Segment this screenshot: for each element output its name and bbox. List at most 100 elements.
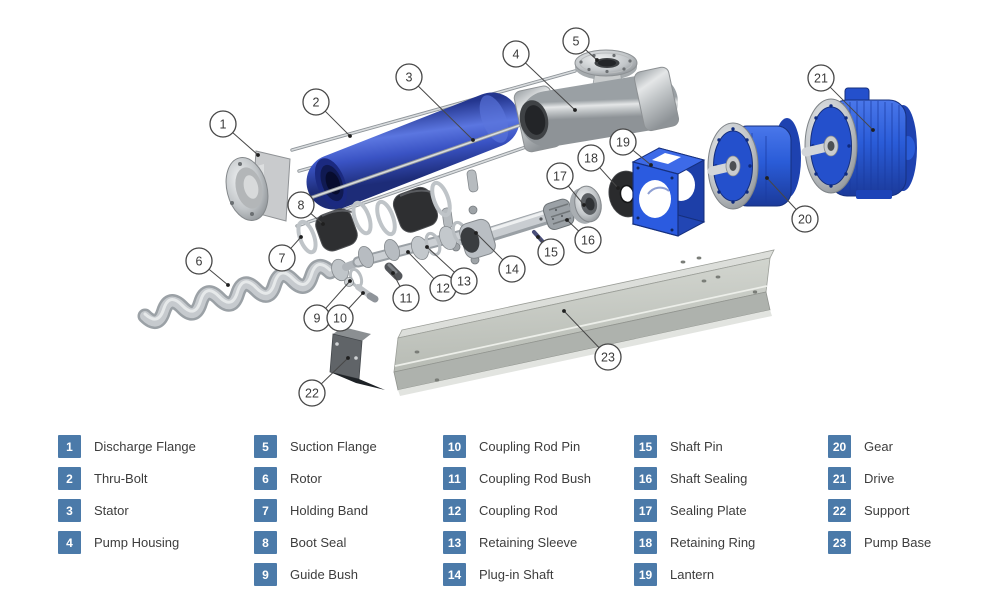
part-name-label: Guide Bush xyxy=(290,567,358,582)
leader-dot xyxy=(406,250,410,254)
leader-dot xyxy=(649,163,653,167)
part-number-badge: 2 xyxy=(58,467,81,490)
leader-line xyxy=(567,185,585,206)
callout-suction-flange: 5 xyxy=(562,27,599,62)
callout-number: 1 xyxy=(220,118,227,132)
part-name-label: Pump Base xyxy=(864,535,932,550)
leader-line xyxy=(208,268,229,286)
part-lantern xyxy=(631,147,706,237)
part-pump-housing xyxy=(513,49,680,153)
leader-dot xyxy=(348,134,352,138)
part-number-badge: 5 xyxy=(254,435,277,458)
leader-line xyxy=(407,251,435,280)
part-name-label: Holding Band xyxy=(290,503,369,518)
leader-dot xyxy=(565,218,569,222)
part-number-badge: 10 xyxy=(443,435,466,458)
part-number-badge: 1 xyxy=(58,435,81,458)
leader-dot xyxy=(425,245,429,249)
part-number-badge: 8 xyxy=(254,531,277,554)
part-gear xyxy=(707,118,801,210)
part-number-badge: 21 xyxy=(828,467,851,490)
callout-number: 7 xyxy=(279,252,286,266)
callout-balloon xyxy=(209,110,237,138)
leader-dot xyxy=(361,291,365,295)
callout-balloon xyxy=(298,379,326,407)
part-name-label: Retaining Sleeve xyxy=(479,535,578,550)
callout-number: 13 xyxy=(457,275,471,289)
callout-boot-seal: 8 xyxy=(287,191,325,226)
callout-balloon xyxy=(395,63,423,91)
part-number-badge: 22 xyxy=(828,499,851,522)
callout-number: 5 xyxy=(573,35,580,49)
callout-rotor: 6 xyxy=(185,247,230,287)
part-number-badge: 20 xyxy=(828,435,851,458)
leader-line xyxy=(525,62,576,111)
part-number-badge: 3 xyxy=(58,499,81,522)
leader-line xyxy=(417,85,474,141)
callout-number: 12 xyxy=(436,282,450,296)
part-name-label: Support xyxy=(864,503,910,518)
leader-line xyxy=(310,213,324,225)
callout-shaft-pin: 15 xyxy=(536,235,565,266)
part-number-badge: 6 xyxy=(254,467,277,490)
leader-dot xyxy=(346,356,350,360)
part-name-label: Stator xyxy=(94,503,129,518)
callout-shaft-sealing: 16 xyxy=(565,218,602,254)
legend-item-10: 10 Coupling Rod Pin xyxy=(443,435,591,458)
part-name-label: Gear xyxy=(864,439,893,454)
callout-number: 23 xyxy=(601,351,615,365)
leader-dot xyxy=(299,235,303,239)
part-name-label: Rotor xyxy=(290,471,322,486)
part-name-label: Coupling Rod Bush xyxy=(479,471,592,486)
leader-line xyxy=(475,232,504,261)
part-number-badge: 4 xyxy=(58,531,81,554)
leader-dot xyxy=(765,176,769,180)
callout-plug-in-shaft: 14 xyxy=(474,231,526,283)
part-name-label: Thru-Bolt xyxy=(94,471,148,486)
callout-balloon xyxy=(498,255,526,283)
callout-retaining-sleeve: 13 xyxy=(425,245,478,295)
legend-item-3: 3 Stator xyxy=(58,499,196,522)
callout-guide-bush: 9 xyxy=(303,279,352,332)
part-discharge-flange xyxy=(225,150,291,222)
callout-discharge-flange: 1 xyxy=(209,110,260,157)
leader-dot xyxy=(256,153,260,157)
callout-number: 3 xyxy=(406,71,413,85)
legend-item-22: 22 Support xyxy=(828,499,931,522)
part-number-badge: 19 xyxy=(634,563,657,586)
part-number-badge: 14 xyxy=(443,563,466,586)
leader-dot xyxy=(321,222,325,226)
callout-number: 18 xyxy=(584,152,598,166)
part-name-label: Coupling Rod Pin xyxy=(479,439,581,454)
callout-balloon xyxy=(574,226,602,254)
hardware-spacers-nuts xyxy=(441,169,480,265)
callout-gear: 20 xyxy=(765,176,819,233)
callout-balloon xyxy=(577,144,605,172)
part-number-badge: 18 xyxy=(634,531,657,554)
callout-support: 22 xyxy=(298,356,350,407)
callout-coupling-rod: 12 xyxy=(406,250,457,302)
part-drive xyxy=(801,87,917,199)
leader-dot xyxy=(562,309,566,313)
callout-balloon xyxy=(326,304,354,332)
leader-dot xyxy=(616,186,620,190)
callout-number: 10 xyxy=(333,312,347,326)
leader-line xyxy=(599,167,619,189)
callout-balloon xyxy=(562,27,590,55)
callout-number: 14 xyxy=(505,263,519,277)
callout-balloon xyxy=(302,88,330,116)
leader-line xyxy=(232,132,259,156)
callout-number: 21 xyxy=(814,72,828,86)
callout-balloon xyxy=(791,205,819,233)
callout-balloon xyxy=(609,128,637,156)
leader-dot xyxy=(536,235,540,239)
